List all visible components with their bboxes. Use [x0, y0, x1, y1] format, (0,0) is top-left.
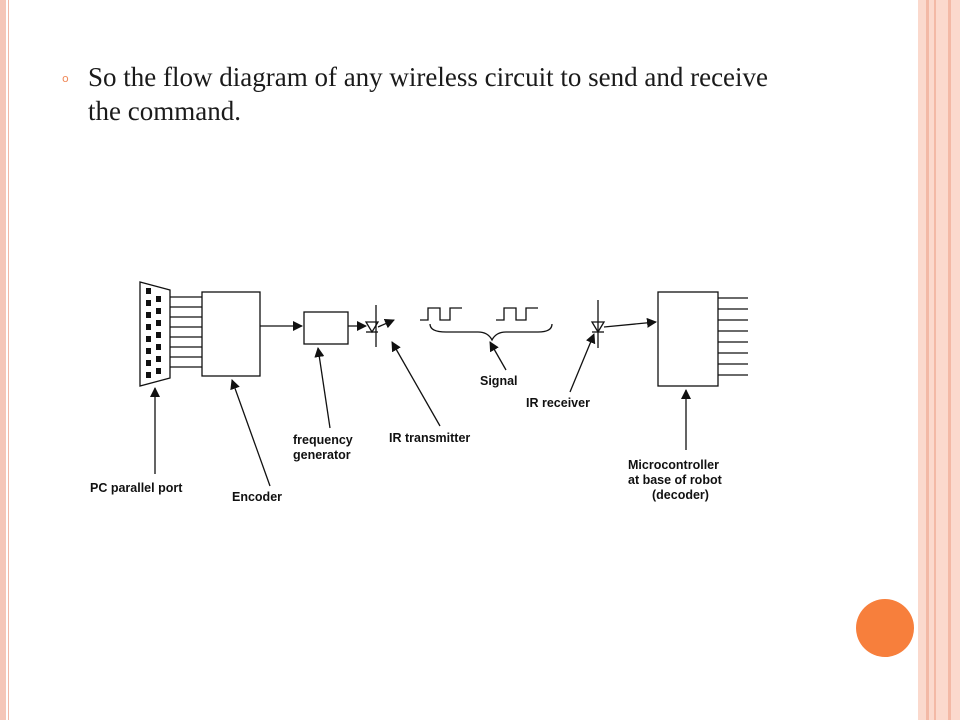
left-frame-bar: [0, 0, 6, 720]
encoder-label: Encoder: [232, 490, 282, 504]
frequency-label: frequency: [293, 433, 353, 447]
signal-label: Signal: [480, 374, 518, 388]
generator-pointer-arrow: [314, 347, 331, 429]
microcontroller-label-line3: (decoder): [652, 488, 709, 502]
transmitter-pointer-arrow: [391, 341, 441, 427]
encoder-block: [201, 291, 261, 377]
circle-outline-bullet-icon: o: [62, 72, 69, 85]
microcontroller-label-line1: Microcontroller: [628, 458, 719, 472]
ir-transmitter-symbol: [364, 305, 395, 347]
frequency-generator-block: [303, 311, 349, 345]
left-frame-line: [8, 0, 9, 720]
generator-label: generator: [293, 448, 351, 462]
port-to-encoder-bus: [170, 296, 202, 368]
ir-transmitter-label: IR transmitter: [389, 431, 470, 445]
signal-pointer-arrow: [489, 341, 507, 371]
bullet-text: So the flow diagram of any wireless circ…: [88, 62, 769, 126]
microcontroller-block: [657, 291, 719, 387]
encoder-pointer-arrow: [230, 379, 271, 487]
ir-receiver-symbol: [590, 300, 657, 348]
microcontroller-output-pins: [718, 297, 748, 376]
microcontroller-label-line2: at base of robot: [628, 473, 723, 487]
receiver-pointer-arrow: [569, 333, 596, 393]
right-frame-bar: [918, 0, 960, 720]
parallel-port-connector: [139, 281, 171, 387]
pc-parallel-port-label: PC parallel port: [90, 481, 183, 495]
accent-circle: [856, 599, 914, 657]
parallel-port-pins: [146, 288, 161, 378]
ir-receiver-label: IR receiver: [526, 396, 590, 410]
signal-waveform: [420, 307, 553, 342]
